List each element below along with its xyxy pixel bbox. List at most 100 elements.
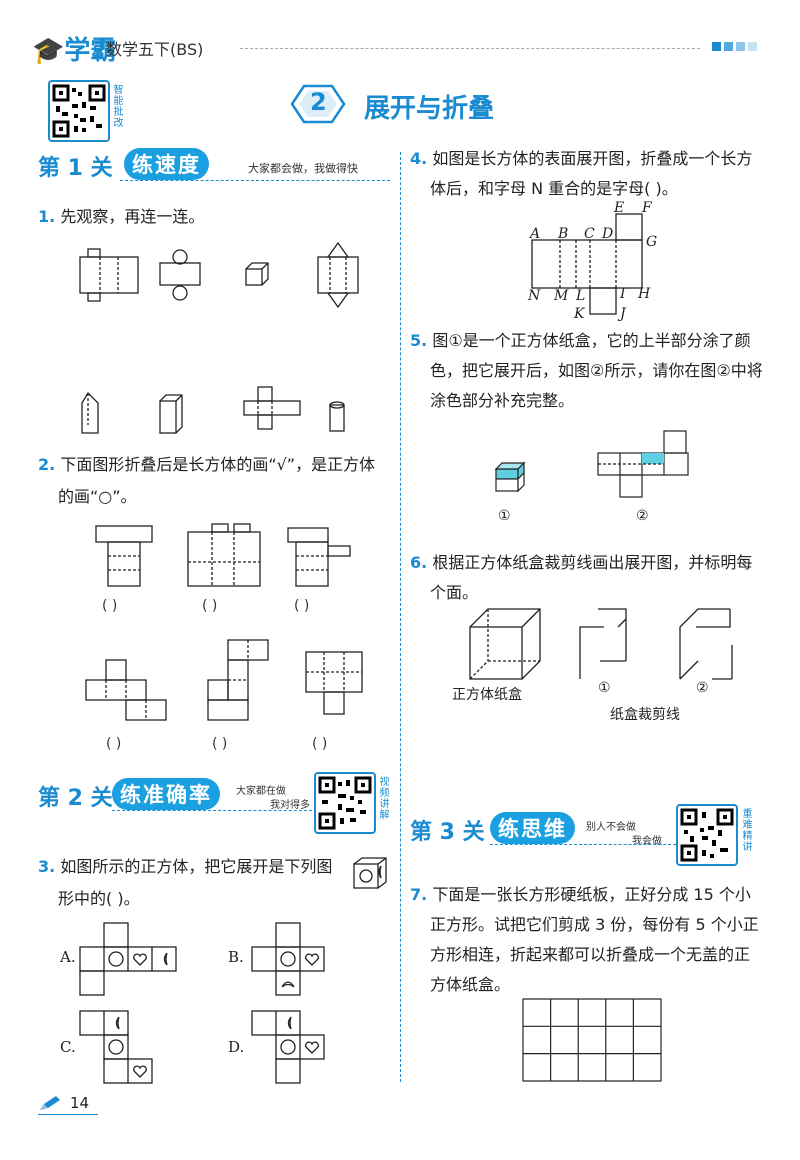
label-c: C [584, 226, 595, 242]
option-d[interactable]: D. [228, 1038, 245, 1056]
section-3-label: 第 3 关 [410, 820, 485, 845]
question-2: 2. 下面图形折叠后是长方体的画“√”，是正方体 [38, 455, 376, 474]
header-square [712, 42, 721, 51]
header-square [736, 42, 745, 51]
pyramid-solid [81, 391, 99, 434]
cross-net [243, 386, 301, 430]
cylinder-net [159, 249, 201, 301]
section-2-note2: 我对得多 [270, 800, 310, 811]
option-c[interactable]: C. [60, 1038, 76, 1056]
label-d: D [602, 226, 614, 242]
label-a: A [530, 226, 541, 242]
colored-cube [494, 461, 526, 493]
section-1-label: 第 1 关 [38, 156, 113, 181]
qr-label: 重难精讲 [740, 808, 751, 852]
cube-figure [245, 262, 269, 286]
qr-label: 视频讲解 [377, 776, 388, 820]
net-figure [79, 248, 139, 302]
label-g: G [646, 234, 658, 250]
question-4-line2: 体后，和字母 N 重合的是字母( )。 [430, 179, 678, 198]
question-7-line2: 正方形。试把它们剪成 3 份，每份有 5 个小正 [430, 915, 759, 934]
section-3-rule [490, 844, 676, 845]
pencil-icon [40, 1096, 60, 1110]
question-4: 4. 如图是长方体的表面展开图，折叠成一个长方 [410, 149, 753, 168]
answer-blank[interactable]: ( ) [106, 736, 122, 752]
column-divider [400, 152, 401, 1082]
question-1: 1. 先观察，再连一连。 [38, 207, 205, 226]
label-f: F [642, 200, 652, 216]
cuboid-solid [159, 394, 183, 434]
question-3-line2: 形中的( )。 [58, 889, 140, 908]
question-5-line2: 色，把它展开后，如图②所示，请你在图②中将 [430, 361, 763, 380]
answer-blank[interactable]: ( ) [312, 736, 328, 752]
question-5: 5. 图①是一个正方体纸盒，它的上半部分涂了颜 [410, 331, 751, 350]
option-b[interactable]: B. [228, 948, 244, 966]
qr-code[interactable] [314, 772, 376, 834]
section-2-pill: 练准确率 [112, 778, 220, 810]
label-n: N [528, 288, 541, 304]
brand-logo: 🎓学霸 [32, 36, 117, 66]
question-7: 7. 下面是一张长方形硬纸板，正好分成 15 个小 [410, 885, 751, 904]
q2-nets [85, 523, 363, 721]
figure-label: ② [636, 508, 649, 524]
question-2-line2: 的画“○”。 [58, 487, 137, 506]
qr-code[interactable] [48, 80, 110, 142]
label-e: E [614, 200, 625, 216]
figure-label: ① [498, 508, 511, 524]
cut-line-2 [679, 608, 733, 680]
section-1-rule [120, 180, 390, 181]
q3-options [79, 922, 325, 1084]
footer-rule [38, 1114, 98, 1115]
header-rule [240, 48, 700, 49]
section-3-note1: 别人不会做 [586, 822, 636, 833]
chapter-number: 2 [310, 88, 327, 116]
question-5-line3: 涂色部分补充完整。 [430, 391, 575, 410]
cube-net [597, 430, 689, 498]
option-a[interactable]: A. [60, 948, 76, 966]
section-2-rule [112, 810, 312, 811]
q3-cube [353, 857, 387, 889]
answer-blank[interactable]: ( ) [294, 598, 310, 614]
question-6: 6. 根据正方体纸盒裁剪线画出展开图，并标明每 [410, 553, 753, 572]
section-3-pill: 练思维 [490, 812, 575, 844]
question-6-line2: 个面。 [430, 583, 479, 602]
question-3: 3. 如图所示的正方体，把它展开是下列图 [38, 857, 333, 876]
grid-board [522, 998, 662, 1082]
label-k: K [574, 306, 585, 322]
page-title: 展开与折叠 [364, 94, 495, 124]
question-7-line3: 方形相连，折起来都可以折叠成一个无盖的正 [430, 945, 751, 964]
cylinder-solid [329, 401, 345, 432]
q5-figures [494, 430, 689, 498]
qr-code[interactable] [676, 804, 738, 866]
section-3-note2: 我会做 [632, 836, 662, 847]
header-square [748, 42, 757, 51]
cap-icon: 🎓 [32, 36, 65, 66]
section-1-pill: 练速度 [124, 148, 209, 180]
page-number: 14 [70, 1094, 90, 1112]
qr-label: 智能批改 [111, 84, 122, 128]
section-1-note: 大家都会做，我做得快 [248, 162, 358, 175]
answer-blank[interactable]: ( ) [102, 598, 118, 614]
box-figure [469, 608, 541, 680]
q1-figures [79, 241, 359, 434]
figure-label: ① [598, 680, 611, 696]
section-2-note1: 大家都在做 [236, 786, 286, 797]
q4-net [531, 213, 643, 315]
header-square [724, 42, 733, 51]
label-l: L [576, 288, 586, 304]
answer-blank[interactable]: ( ) [212, 736, 228, 752]
figure-caption: 纸盒裁剪线 [610, 707, 680, 723]
figure-label: ② [696, 680, 709, 696]
prism-net [317, 241, 359, 309]
figure-label: 正方体纸盒 [452, 687, 522, 703]
label-j: J [620, 306, 626, 322]
section-2-label: 第 2 关 [38, 786, 113, 811]
chapter-number-badge [290, 84, 346, 124]
header-divider [100, 38, 102, 56]
label-h: H [638, 286, 651, 302]
answer-blank[interactable]: ( ) [202, 598, 218, 614]
cut-line-1 [579, 608, 627, 679]
book-subtitle: 数学五下(BS) [106, 40, 204, 59]
label-i: I [620, 286, 626, 302]
label-b: B [558, 226, 569, 242]
